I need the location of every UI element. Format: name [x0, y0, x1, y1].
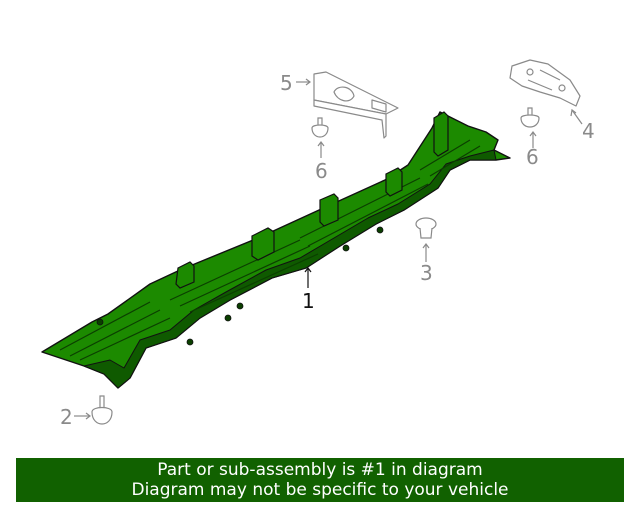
highlighted-part-1[interactable]	[41, 111, 511, 389]
bracket-part-4[interactable]	[509, 59, 581, 107]
callout-1: 1	[302, 289, 315, 313]
callout-2: 2	[60, 405, 73, 429]
banner-line-1: Part or sub-assembly is #1 in diagram	[157, 460, 483, 480]
pushpin-part-6-right[interactable]	[520, 107, 540, 128]
bracket-part-5[interactable]	[313, 71, 399, 139]
callout-3: 3	[420, 261, 433, 285]
callout-6-right: 6	[526, 145, 539, 169]
callout-5: 5	[280, 71, 293, 95]
pushpin-part-2[interactable]	[91, 395, 113, 425]
callout-4: 4	[582, 119, 595, 143]
pushpin-part-6-left[interactable]	[311, 117, 329, 138]
banner-line-2: Diagram may not be specific to your vehi…	[131, 480, 509, 500]
info-banner: Part or sub-assembly is #1 in diagram Di…	[16, 458, 624, 502]
leader-lines	[74, 78, 583, 420]
clip-part-3[interactable]	[415, 217, 437, 239]
callout-6-left: 6	[315, 159, 328, 183]
parts-diagram: 1 2 3 4 5 6 6	[41, 59, 595, 429]
leader-line-1	[304, 267, 312, 288]
